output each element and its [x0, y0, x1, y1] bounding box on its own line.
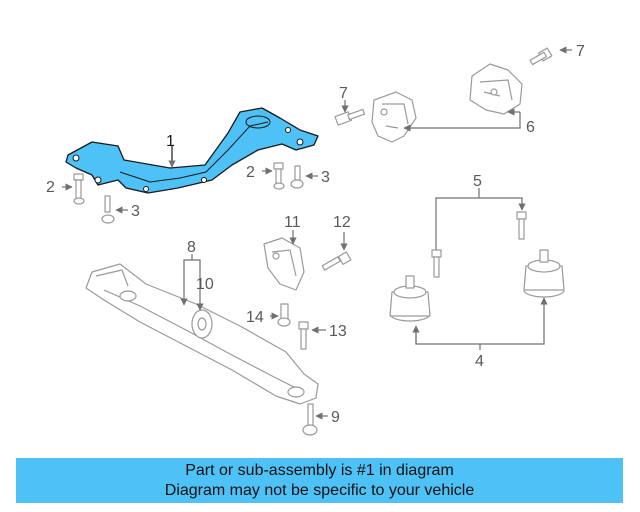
callout-10: 10	[196, 276, 214, 293]
bolt-icon	[298, 321, 309, 350]
bolt-icon	[516, 211, 527, 240]
mount-bracket-left	[371, 91, 417, 143]
callout-5: 5	[473, 173, 482, 190]
caption-line-2: Diagram may not be specific to your vehi…	[164, 481, 475, 499]
callout-2-center: 2	[246, 164, 255, 181]
parts-diagram: 1 2 3 2 3 6 7	[46, 43, 585, 436]
nut-bolt-icon	[101, 195, 115, 224]
callout-4: 4	[475, 353, 484, 370]
bolt-icon	[321, 251, 352, 271]
engine-mount-left	[389, 275, 431, 322]
callout-14: 14	[246, 309, 264, 326]
bolt-icon	[73, 173, 85, 205]
callout-6: 6	[526, 119, 535, 136]
engine-mount-right	[523, 249, 565, 298]
bolt-icon	[334, 108, 366, 126]
callout-3-center: 3	[321, 169, 330, 186]
bracket-part-11	[263, 237, 305, 291]
caption-banner: Part or sub-assembly is #1 in diagram Di…	[16, 458, 623, 503]
callout-11: 11	[284, 214, 301, 231]
nut-bolt-icon	[290, 165, 304, 189]
callout-13: 13	[329, 323, 347, 340]
bolt-icon	[302, 403, 318, 436]
bushing-part-10	[191, 309, 213, 339]
mount-bracket-right	[469, 63, 523, 115]
callout-12: 12	[333, 214, 351, 231]
crossmember-part-1[interactable]	[65, 107, 319, 194]
bolt-icon	[277, 303, 291, 327]
callout-7-right: 7	[576, 43, 585, 60]
callout-2-left: 2	[46, 179, 55, 196]
bolt-icon	[431, 249, 442, 278]
caption-line-1: Part or sub-assembly is #1 in diagram	[185, 461, 454, 479]
bolt-icon	[529, 47, 553, 66]
callout-8: 8	[187, 239, 196, 256]
callout-7-left: 7	[339, 85, 348, 102]
callout-9: 9	[331, 409, 340, 426]
bolt-icon	[273, 162, 285, 190]
callout-3-left: 3	[131, 203, 140, 220]
callout-1: 1	[166, 133, 175, 150]
